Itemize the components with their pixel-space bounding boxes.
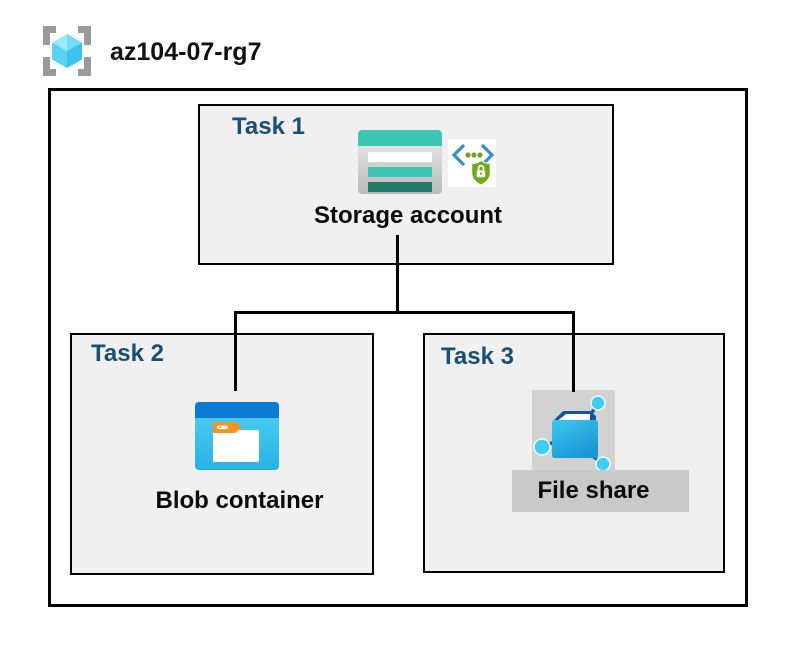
file-share-icon: [533, 395, 611, 472]
connector-to-file-share: [572, 311, 575, 392]
file-share-icon-highlight: [532, 390, 615, 472]
resource-group-name: az104-07-rg7: [110, 38, 262, 66]
resource-group-icon: [43, 26, 91, 76]
file-share-label: File share: [537, 477, 650, 504]
storage-account-label: Storage account: [313, 202, 503, 229]
blob-container-icon: [195, 402, 279, 470]
connector-branch-line: [234, 311, 575, 314]
file-share-label-highlight: File share: [512, 470, 689, 512]
connector-storage-stem: [396, 235, 399, 313]
task3-label: Task 3: [441, 343, 514, 370]
task2-label: Task 2: [91, 340, 164, 367]
secure-transfer-icon: [448, 139, 496, 187]
blob-container-label: Blob container: [155, 487, 324, 514]
task2-box: Task 2 Blob container: [70, 333, 374, 575]
task1-box: Task 1: [198, 104, 614, 265]
task1-label: Task 1: [232, 113, 305, 140]
connector-to-blob-container: [234, 311, 237, 391]
storage-account-icon: [358, 130, 442, 194]
